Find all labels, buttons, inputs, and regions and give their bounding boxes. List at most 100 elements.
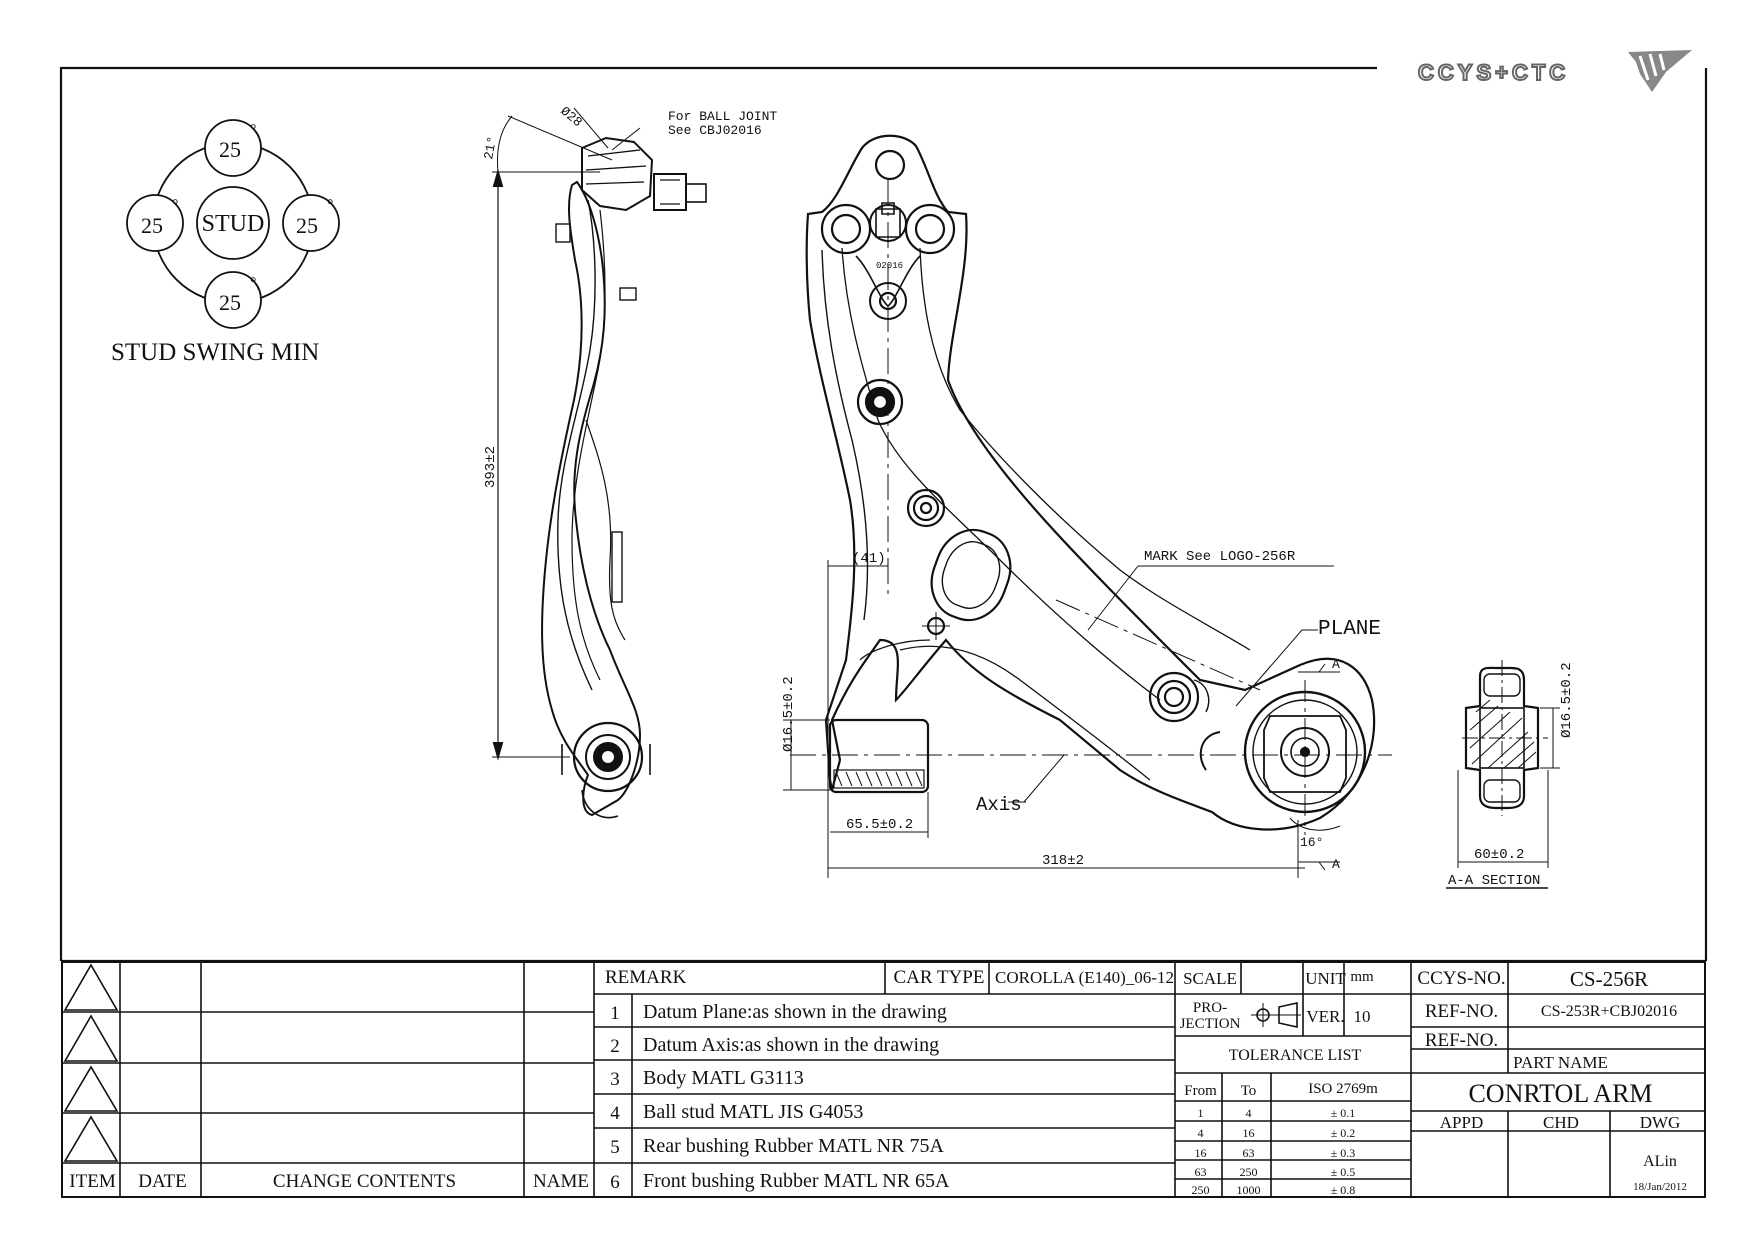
remark-no-3: 3	[610, 1069, 620, 1090]
swing-angle-left: 25	[141, 213, 163, 238]
front-bushing	[828, 718, 930, 794]
ball-joint-note-2: See CBJ02016	[668, 123, 762, 138]
car-type-value: COROLLA (E140)_06-12	[995, 968, 1174, 987]
swing-angle-bottom: 25	[219, 290, 241, 315]
axis-label: Axis	[976, 794, 1022, 816]
swing-angle-right: 25	[296, 213, 318, 238]
dim-41: (41)	[852, 551, 886, 567]
car-type-label: CAR TYPE	[893, 967, 985, 988]
tol-val-3: ± 0.3	[1330, 1146, 1356, 1160]
tol-val-1: ± 0.1	[1330, 1106, 1356, 1120]
tol-val-4: ± 0.5	[1330, 1165, 1356, 1179]
bushing-length-label: 65.5±0.2	[846, 817, 913, 833]
ref-no-label-2: REF-NO.	[1424, 1030, 1499, 1051]
appd-label: APPD	[1439, 1113, 1484, 1132]
tol-iso-header: ISO 2769m	[1308, 1081, 1378, 1097]
revision-change-header: CHANGE CONTENTS	[272, 1171, 457, 1192]
ref-no-value: CS-253R+CBJ02016	[1540, 1003, 1678, 1020]
tol-from-header: From	[1184, 1083, 1217, 1099]
title-block-grid	[61, 961, 1706, 1198]
part-name-value: CONRTOL ARM	[1468, 1079, 1653, 1108]
section-width-label: 60±0.2	[1474, 847, 1524, 863]
chd-label: CHD	[1543, 1113, 1579, 1132]
drawing-date: 18/Jan/2012	[1633, 1181, 1687, 1193]
tol-val-2: ± 0.2	[1330, 1126, 1356, 1140]
mark-note: MARK See LOGO-256R	[1144, 549, 1296, 565]
overall-length-label: 318±2	[1042, 853, 1084, 869]
side-height-label: 393±2	[483, 446, 499, 488]
tol-to-5: 1000	[1236, 1183, 1261, 1197]
scale-label: SCALE	[1183, 969, 1237, 988]
section-title: A-A SECTION	[1448, 873, 1540, 889]
svg-text:°: °	[250, 122, 256, 139]
remark-no-5: 5	[610, 1137, 620, 1158]
remark-text-6: Front bushing Rubber MATL NR 65A	[643, 1170, 950, 1192]
side-view	[492, 107, 707, 819]
remark-text-4: Ball stud MATL JIS G4053	[643, 1101, 864, 1123]
revision-item-header: ITEM	[69, 1171, 116, 1192]
side-angle-label: 21°	[481, 135, 500, 161]
side-diameter-label: Ø28	[557, 104, 585, 131]
tol-to-1: 4	[1245, 1106, 1252, 1120]
ccys-no-value: CS-256R	[1569, 967, 1649, 991]
stud-swing-diagram	[126, 119, 340, 329]
stud-circle	[196, 186, 270, 260]
ver-label: VER.	[1306, 1007, 1345, 1026]
swing-angle-top: 25	[219, 137, 241, 162]
side-bushing	[572, 721, 644, 793]
drawn-by: ALin	[1643, 1153, 1677, 1170]
section-mark-top: A	[1332, 657, 1340, 672]
tol-to-3: 63	[1242, 1146, 1255, 1160]
tol-from-3: 16	[1194, 1146, 1207, 1160]
remark-text-2: Datum Axis:as shown in the drawing	[643, 1034, 940, 1056]
plane-label: PLANE	[1318, 618, 1381, 641]
remark-text-5: Rear bushing Rubber MATL NR 75A	[643, 1135, 944, 1157]
tol-from-5: 250	[1191, 1183, 1210, 1197]
dwg-label: DWG	[1639, 1113, 1681, 1132]
ball-joint-note-1: For BALL JOINT	[668, 109, 777, 124]
angle-16-label: 16°	[1300, 835, 1323, 850]
projection-label: PRO- JECTION	[1179, 1000, 1241, 1032]
remark-header: REMARK	[605, 967, 687, 988]
remark-text-3: Body MATL G3113	[643, 1067, 804, 1089]
tol-from-1: 1	[1197, 1106, 1204, 1120]
tol-to-2: 16	[1242, 1126, 1255, 1140]
remark-no-6: 6	[610, 1172, 620, 1193]
company-logo: CCYS+CTC	[1417, 50, 1692, 92]
section-dia-label: Ø16.5±0.2	[1559, 662, 1575, 738]
stud-swing-caption: STUD SWING MIN	[111, 339, 319, 366]
tol-from-4: 63	[1194, 1165, 1207, 1179]
swing-bottom-circle	[204, 271, 262, 329]
plan-part-mark: 02016	[876, 261, 903, 271]
logo-mark-icon	[1628, 50, 1692, 92]
bushing-dia-label: Ø16.5±0.2	[781, 676, 797, 752]
revision-date-header: DATE	[138, 1171, 187, 1192]
ccys-no-label: CCYS-NO.	[1417, 968, 1506, 989]
remark-no-1: 1	[610, 1003, 620, 1024]
tol-val-5: ± 0.8	[1330, 1183, 1356, 1197]
part-name-label: PART NAME	[1513, 1053, 1608, 1072]
swing-top-circle	[204, 119, 262, 177]
stud-label: STUD	[202, 211, 265, 237]
tolerance-title: TOLERANCE LIST	[1228, 1047, 1362, 1064]
ver-value: 10	[1353, 1007, 1371, 1026]
swing-right-circle	[282, 194, 340, 252]
section-a-a	[1446, 660, 1560, 889]
tol-to-header: To	[1240, 1083, 1257, 1099]
title-block: ITEM DATE CHANGE CONTENTS NAME REMARK CA…	[61, 961, 1706, 1198]
revision-name-header: NAME	[533, 1171, 589, 1192]
remark-no-4: 4	[610, 1103, 620, 1124]
remark-text-1: Datum Plane:as shown in the drawing	[643, 1001, 947, 1023]
logo-text: CCYS+CTC	[1418, 60, 1569, 85]
unit-value: mm	[1350, 969, 1374, 985]
svg-text:°: °	[327, 197, 333, 214]
remark-no-2: 2	[610, 1036, 620, 1057]
unit-label: UNIT	[1305, 969, 1346, 988]
tol-to-4: 250	[1239, 1165, 1258, 1179]
section-mark-bottom: A	[1332, 857, 1340, 872]
svg-text:°: °	[172, 197, 178, 214]
plan-view	[783, 134, 1392, 878]
ref-no-label: REF-NO.	[1424, 1001, 1499, 1022]
svg-text:°: °	[250, 275, 256, 292]
